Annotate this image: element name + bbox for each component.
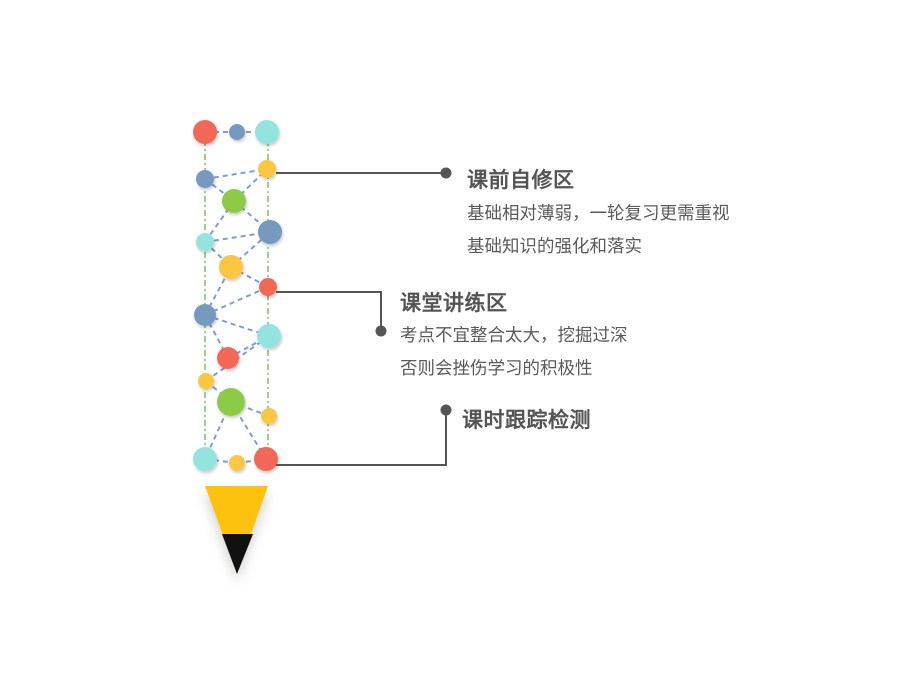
dot xyxy=(229,124,245,140)
connector-2 xyxy=(276,291,382,331)
dot xyxy=(259,278,277,296)
dot xyxy=(193,447,217,471)
dot xyxy=(193,120,217,144)
dot xyxy=(258,220,282,244)
item-2-title: 课堂讲练区 xyxy=(400,291,508,315)
dot xyxy=(255,120,279,144)
dot xyxy=(219,255,243,279)
dot xyxy=(217,347,239,369)
dot xyxy=(261,408,277,424)
pencil-lead xyxy=(222,534,253,574)
dot xyxy=(194,304,216,326)
dot xyxy=(217,388,245,416)
item-2-desc-line-1: 考点不宜整合太大，挖掘过深 xyxy=(400,326,628,346)
connector-3-dot xyxy=(440,404,452,416)
dot xyxy=(257,324,281,348)
dot xyxy=(254,447,278,471)
item-1-title: 课前自修区 xyxy=(467,168,575,192)
dot xyxy=(196,233,214,251)
dot xyxy=(196,170,214,188)
dot-network xyxy=(193,120,282,471)
connector-1-dot xyxy=(440,167,452,179)
item-3-title: 课时跟踪检测 xyxy=(462,408,591,432)
pencil-tip xyxy=(205,486,268,574)
item-2-desc-line-2: 否则会挫伤学习的积极性 xyxy=(400,359,593,379)
dot xyxy=(229,455,245,471)
dot xyxy=(258,160,276,178)
connector-3 xyxy=(276,410,447,466)
item-1-desc-line-1: 基础相对薄弱，一轮复习更需重视 xyxy=(467,204,730,224)
connector-2-dot xyxy=(375,325,387,337)
item-1-desc-line-2: 基础知识的强化和落实 xyxy=(467,237,642,257)
dot xyxy=(198,373,214,389)
dot xyxy=(222,189,246,213)
